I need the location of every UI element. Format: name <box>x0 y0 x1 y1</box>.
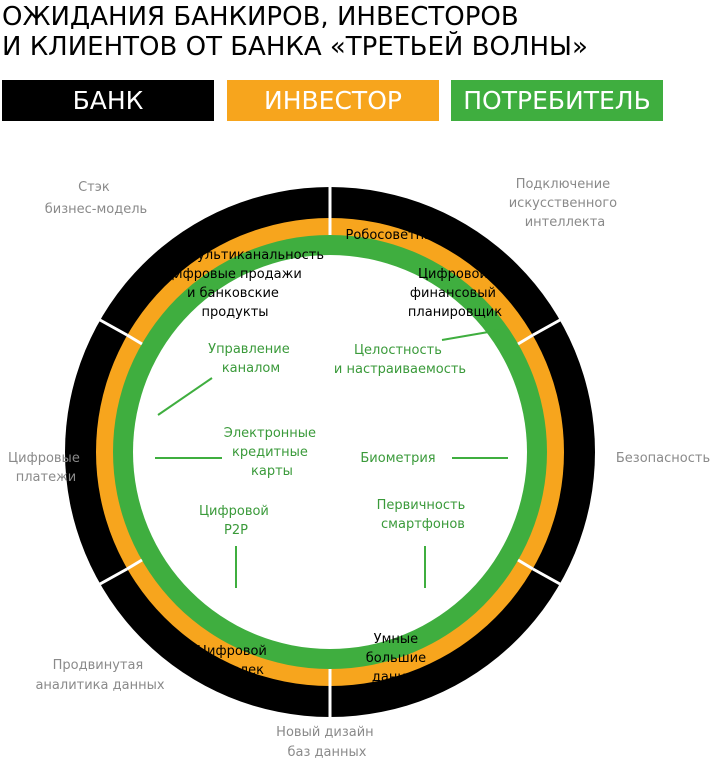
separator-top-right <box>532 318 561 337</box>
legend-bank: БАНК <box>2 80 214 121</box>
separator-inv-top-right <box>517 333 534 346</box>
legend-investor-label: ИНВЕСТОР <box>264 86 402 115</box>
legend-consumer: ПОТРЕБИТЕЛЬ <box>451 80 663 121</box>
inner-label-smartphones: Первичность смартфонов <box>377 498 470 532</box>
bank-ring-separators <box>99 187 561 717</box>
ring-label-digital-sales: Цифровые продажи и банковские продукты <box>164 267 306 320</box>
ring-label-wallet: Цифровой кошелек <box>197 644 271 678</box>
separator-inv-bottom-right <box>517 558 534 571</box>
investor-ring-separators <box>126 218 534 686</box>
separator-inv-bottom-left <box>126 558 143 571</box>
inner-label-integrity: Целостность и настраиваемость <box>334 343 466 377</box>
ring-center <box>133 255 527 649</box>
title-line-1: ОЖИДАНИЯ БАНКИРОВ, ИНВЕСТОРОВ <box>2 2 519 32</box>
inner-label-biometrics: Биометрия <box>360 451 435 466</box>
ring-label-roboadvisor: Робосоветник <box>346 228 441 243</box>
title-line-2: И КЛИЕНТОВ ОТ БАНКА «ТРЕТЬЕЙ ВОЛНЫ» <box>2 32 588 62</box>
legend-bank-label: БАНК <box>72 86 144 115</box>
outer-label-ai: Подключение искусственного интеллекта <box>509 177 622 230</box>
ring-label-multichannel: Мультиканальность <box>186 248 324 263</box>
separator-top-left <box>99 318 128 337</box>
inner-label-p2p: Цифровой P2P <box>199 504 273 538</box>
separator-bottom-right <box>532 567 561 586</box>
outer-label-analytics: Продвинутая аналитика данных <box>35 658 164 693</box>
outer-label-payments: Цифровые платежи <box>8 451 84 485</box>
ring-label-big-data: Умные большие данные <box>366 632 430 685</box>
ring-label-planner: Цифровой финансовый планировщик <box>408 267 502 320</box>
connector-integrity <box>441 329 501 341</box>
page-title: ОЖИДАНИЯ БАНКИРОВ, ИНВЕСТОРОВ И КЛИЕНТОВ… <box>2 2 588 62</box>
inner-label-credit-cards: Электронные кредитные карты <box>224 426 320 479</box>
separator-bottom-left <box>99 567 128 586</box>
connector-channel <box>157 377 213 416</box>
inner-label-channel: Управление каналом <box>208 342 294 376</box>
outer-label-security: Безопасность <box>616 451 710 466</box>
separator-inv-top-left <box>126 333 143 346</box>
connector-lines <box>155 329 508 588</box>
outer-label-stack: Стэк бизнес-модель <box>45 180 147 217</box>
legend-investor: ИНВЕСТОР <box>227 80 439 121</box>
outer-label-database: Новый дизайн баз данных <box>276 725 378 760</box>
legend-consumer-label: ПОТРЕБИТЕЛЬ <box>463 86 651 115</box>
